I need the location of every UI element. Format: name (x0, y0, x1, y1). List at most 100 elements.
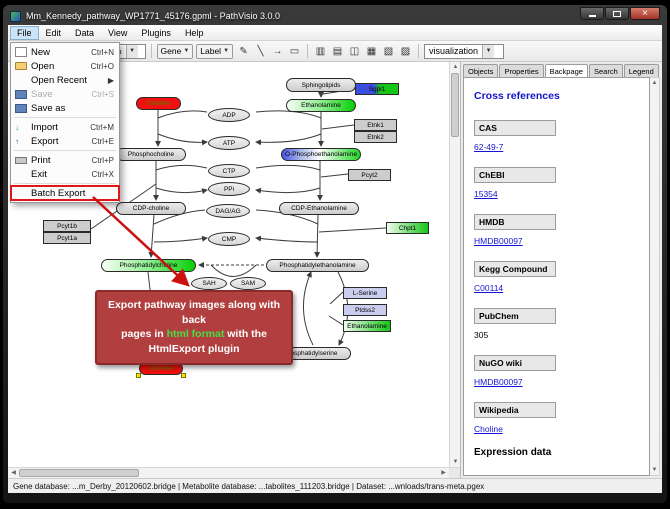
pathway-node-sgpl1[interactable]: Sgpl1 (355, 83, 399, 95)
horizontal-scrollbar[interactable]: ◀ ▶ (8, 467, 449, 478)
connector-tool-icon[interactable]: → (272, 45, 283, 57)
gene-tool-button[interactable]: Gene ▼ (156, 43, 194, 59)
menu-shortcut: Ctrl+P (91, 155, 114, 165)
pathway-node-pcyt2[interactable]: Pcyt2 (348, 169, 391, 181)
sidebar-scrollbar[interactable]: ▲ ▼ (650, 77, 660, 476)
pathway-edge (255, 133, 322, 146)
menu-item-batch-export[interactable]: Batch Export (10, 185, 120, 201)
tab-objects[interactable]: Objects (463, 64, 499, 77)
close-button[interactable]: × (630, 7, 660, 20)
tab-backpage[interactable]: Backpage (544, 64, 588, 77)
pathway-node-etnk2[interactable]: Etnk2 (354, 131, 397, 143)
selection-handle[interactable] (136, 373, 141, 378)
vertical-scrollbar[interactable]: ▲ ▼ (449, 62, 460, 467)
pathway-node-atp[interactable]: ATP (208, 136, 250, 150)
align-center-y-icon[interactable]: ▤ (332, 45, 343, 57)
pathway-node-pcyt1b[interactable]: Pcyt1b (43, 220, 91, 232)
pathway-node-choline[interactable]: Choline (136, 97, 181, 110)
xref-link[interactable]: 62-49-7 (474, 142, 504, 152)
menu-shortcut: Ctrl+M (90, 122, 114, 132)
pathway-node-cdp-ethanolamine[interactable]: CDP-Ethanolamine (279, 202, 359, 215)
shape-tool-icon[interactable]: ▭ (289, 45, 300, 57)
annotation-highlight: html format (166, 328, 225, 341)
pathway-node-o-phosphoethanolamine[interactable]: O-Phosphoethanolamine (281, 148, 361, 161)
xref-link[interactable]: 15354 (474, 189, 498, 199)
minimize-button[interactable] (580, 7, 604, 20)
title-bar[interactable]: Mm_Kennedy_pathway_WP1771_45176.gpml - P… (8, 7, 662, 25)
visualization-select[interactable]: visualization ▼ (424, 43, 505, 59)
tab-legend[interactable]: Legend (623, 64, 659, 77)
toolbar-separator (307, 44, 309, 58)
align-center-x-icon[interactable]: ▥ (315, 45, 326, 57)
menubar-item-help[interactable]: Help (184, 27, 204, 38)
pathway-node-ethanolamine[interactable]: Ethanolamine (286, 99, 356, 112)
line-tool-icon[interactable]: ╲ (257, 45, 264, 57)
menu-item-open-recent[interactable]: Open Recent▶ (11, 73, 119, 87)
align-left-icon[interactable]: ◫ (349, 45, 360, 57)
maximize-button[interactable] (605, 7, 629, 20)
xref-link[interactable]: HMDB00097 (474, 377, 523, 387)
pathway-node-cdp-choline[interactable]: CDP-choline (116, 202, 186, 215)
align-right-icon[interactable]: ▦ (366, 45, 377, 57)
xref-link[interactable]: Choline (474, 424, 503, 434)
menubar-item-file[interactable]: File (10, 25, 39, 40)
menubar-item-data[interactable]: Data (75, 27, 95, 38)
menu-item-save-as[interactable]: Save as (11, 101, 119, 115)
pathway-node-ppi[interactable]: PPi (208, 182, 250, 196)
pathway-node-cmp[interactable]: CMP (208, 232, 250, 246)
pathway-node-chpt1[interactable]: Chpt1 (386, 222, 429, 234)
pathway-node-phosphatidylcholine[interactable]: Phosphatidylcholine (101, 259, 196, 272)
pathway-node-phosphatidylethanolamine[interactable]: Phosphatidylethanolamine (266, 259, 369, 272)
menu-item-label: Export (31, 135, 59, 147)
pathway-node-dag-ag[interactable]: DAG/AG (206, 204, 250, 218)
tab-properties[interactable]: Properties (499, 64, 544, 77)
pathway-node-phosphocholine[interactable]: Phosphocholine (116, 148, 186, 161)
xref-link[interactable]: HMDB00097 (474, 236, 523, 246)
menu-item-import[interactable]: Import Ctrl+M (11, 120, 119, 134)
menubar-item-view[interactable]: View (108, 27, 128, 38)
common-height-icon[interactable]: ▨ (400, 45, 411, 57)
vertical-scroll-thumb[interactable] (451, 73, 459, 137)
xref-link[interactable]: C00114 (474, 283, 504, 293)
pathway-node-ptdss2[interactable]: Ptdss2 (343, 304, 387, 316)
menu-item-label: Import (31, 121, 58, 133)
menu-shortcut: Ctrl+S (91, 89, 114, 99)
pathway-node-ctp[interactable]: CTP (208, 164, 250, 178)
scroll-left-icon[interactable]: ◀ (11, 470, 16, 476)
horizontal-scroll-thumb[interactable] (19, 469, 139, 477)
menubar-item-edit[interactable]: Edit (45, 27, 62, 38)
scroll-down-icon[interactable]: ▼ (452, 459, 459, 465)
scroll-down-icon[interactable]: ▼ (651, 467, 658, 473)
scroll-up-icon[interactable]: ▲ (651, 80, 658, 86)
tab-search[interactable]: Search (588, 64, 623, 77)
menu-bar: File Edit Data View Plugins Help (8, 25, 662, 41)
selection-handle[interactable] (181, 373, 186, 378)
pathway-node-l-serine[interactable]: L-Serine (343, 287, 387, 299)
pathway-node-sah[interactable]: SAH (191, 277, 227, 290)
common-width-icon[interactable]: ▧ (383, 45, 394, 57)
pathway-node-sam[interactable]: SAM (230, 277, 266, 290)
export-icon (15, 137, 27, 146)
menu-shortcut: Ctrl+X (91, 169, 114, 179)
xref-title: PubChem (474, 308, 556, 324)
scroll-right-icon[interactable]: ▶ (441, 470, 446, 476)
pathway-node-ethanolamine[interactable]: Ethanolamine (343, 320, 391, 332)
pathway-edge (318, 227, 387, 233)
pathway-node-adp[interactable]: ADP (208, 108, 250, 122)
pencil-tool-icon[interactable]: ✎ (239, 45, 248, 57)
pathway-node-pcyt1a[interactable]: Pcyt1a (43, 232, 91, 244)
label-tool-button[interactable]: Label ▼ (196, 43, 234, 59)
menu-separator (14, 117, 116, 118)
pathway-node-sphingolipids[interactable]: Sphingolipids (286, 78, 356, 92)
menubar-item-plugins[interactable]: Plugins (141, 27, 171, 38)
pathway-node-etnk1[interactable]: Etnk1 (354, 119, 397, 131)
scroll-up-icon[interactable]: ▲ (452, 64, 459, 70)
